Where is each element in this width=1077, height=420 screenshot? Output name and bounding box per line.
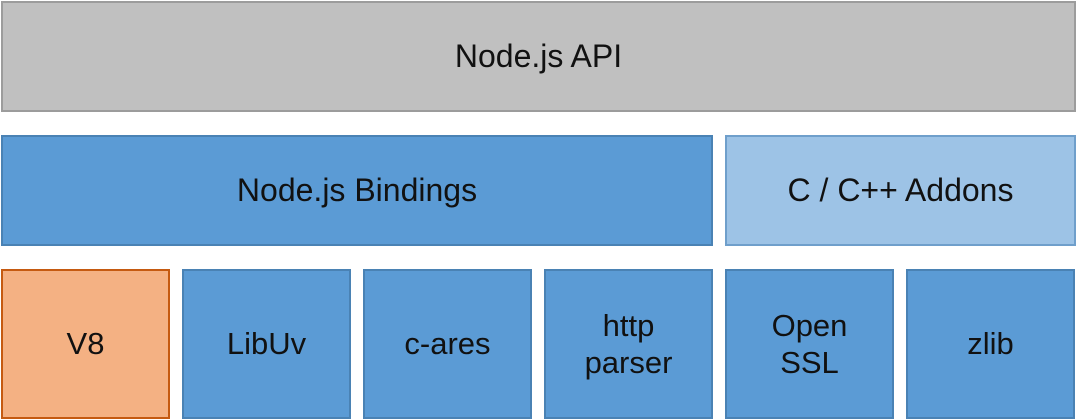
zlib-label: zlib — [967, 326, 1014, 362]
libuv-box: LibUv — [182, 269, 351, 419]
addons-label: C / C++ Addons — [787, 172, 1014, 209]
node-api-label: Node.js API — [454, 38, 623, 75]
addons-layer: C / C++ Addons — [725, 135, 1076, 246]
node-bindings-label: Node.js Bindings — [236, 172, 478, 209]
zlib-box: zlib — [906, 269, 1075, 419]
libuv-label: LibUv — [226, 326, 307, 362]
c-ares-label: c-ares — [404, 326, 491, 362]
v8-label: V8 — [66, 326, 105, 362]
openssl-box: Open SSL — [725, 269, 894, 419]
node-bindings-layer: Node.js Bindings — [1, 135, 713, 246]
v8-box: V8 — [1, 269, 170, 419]
c-ares-box: c-ares — [363, 269, 532, 419]
http-parser-box: http parser — [544, 269, 713, 419]
http-parser-label: http parser — [584, 307, 673, 380]
openssl-label: Open SSL — [771, 307, 848, 380]
node-api-layer: Node.js API — [1, 1, 1076, 112]
